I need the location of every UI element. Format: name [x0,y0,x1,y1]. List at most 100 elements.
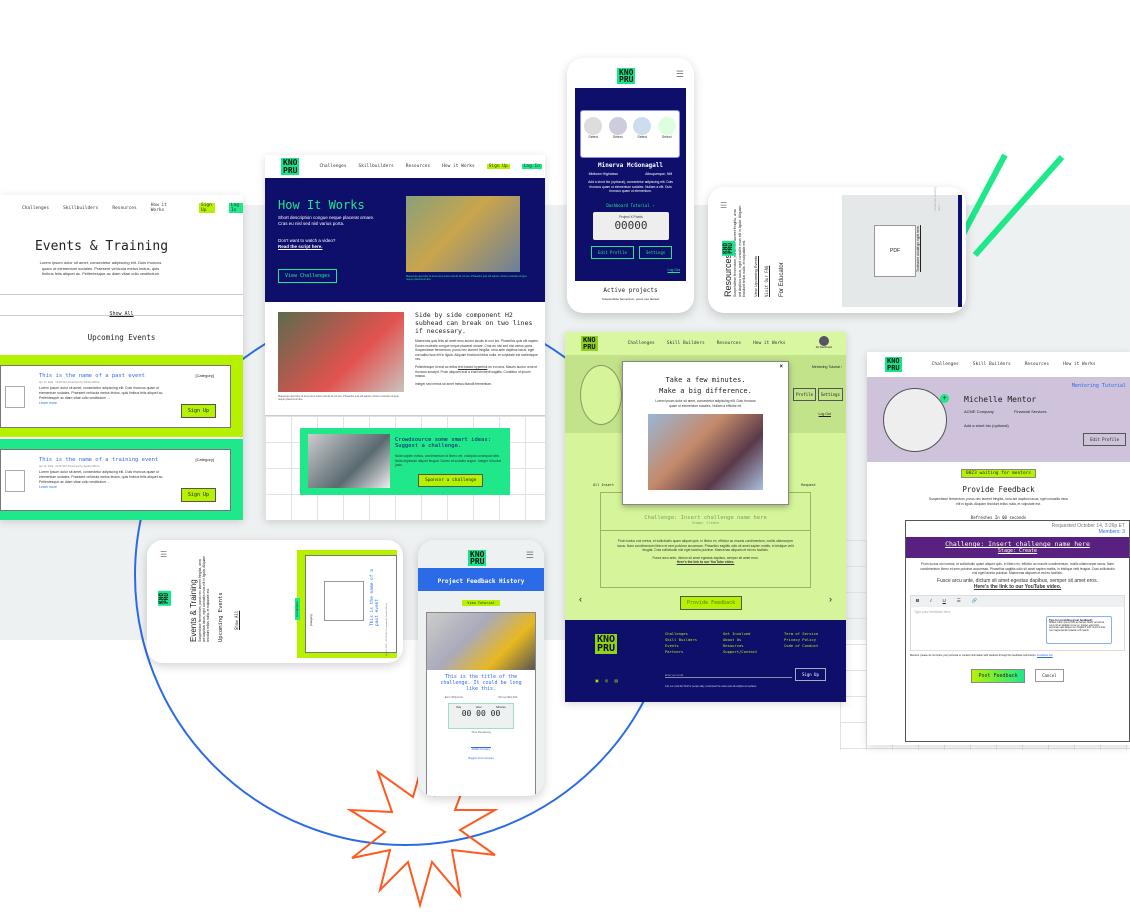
post-feedback-button[interactable]: Post Feedback [971,668,1025,683]
cancel-button[interactable]: Cancel [1035,668,1064,682]
nav-challenges[interactable]: Challenges [627,341,655,346]
nav-skill-builders[interactable]: Skill Builders [972,362,1011,367]
avatar-option[interactable]: Select [608,117,627,157]
footer-link[interactable]: Challenges [665,631,688,636]
footer-link[interactable]: Skill Builders [665,637,698,643]
nav-challenges[interactable]: Challenges [319,164,347,169]
provide-feedback-button[interactable]: Provide Feedback [680,596,743,610]
learn-more-link[interactable]: Learn more [39,484,57,489]
edit-profile-button[interactable]: Profile [793,388,816,401]
tutorial-link[interactable]: Mentoring Tutorial › [811,365,842,369]
challenge-title[interactable]: Challenge: Insert challenge name here [644,515,767,521]
nav-skillbuilders[interactable]: Skillbuilders [63,205,99,211]
event-name[interactable]: This is the name of a past event [370,569,380,626]
hamburger-menu-icon[interactable]: ☰ [160,550,168,559]
youtube-link[interactable]: Here's the link to our YouTube video. [676,560,735,565]
nav-how[interactable]: How it Works [1063,362,1096,367]
italic-icon[interactable]: I [930,597,932,603]
learn-more-link[interactable]: Learn more [39,400,57,405]
challenge-title[interactable]: Challenge: Insert challenge name here [945,540,1090,548]
nav-challenges[interactable]: Challenges [22,205,50,211]
avatar-option[interactable]: Select [584,117,603,157]
footer-link[interactable]: About Us [723,637,742,643]
nav-how[interactable]: How it Works [442,164,475,169]
avatar-option[interactable]: Select [633,117,652,157]
edit-profile-button[interactable]: Edit Profile [591,246,634,259]
nav-skill-builders[interactable]: Skill Builders [666,341,705,346]
log-out-link[interactable]: Log Out [818,412,831,416]
footer-link[interactable]: Get Involved [723,631,751,636]
request-link[interactable]: Request [801,483,816,487]
members-link[interactable]: Members: 3 [1098,529,1125,535]
sign-up-button[interactable]: Sign Up [180,488,216,502]
settings-button[interactable]: Settings [817,388,843,401]
footer-link[interactable]: Support/Contact [723,649,758,655]
faq-link[interactable]: Visit Our FAQ [763,265,769,297]
twitter-icon[interactable]: ▣ [595,678,599,683]
feedback-tips-link[interactable]: Feedback tips [1037,653,1053,657]
footer-link[interactable]: Privacy Policy [784,637,817,643]
account-menu[interactable]: My Dashboard [816,336,832,349]
nav-log-in[interactable]: Log In [521,164,542,169]
instagram-icon[interactable]: ◎ [604,678,609,683]
nav-log-in[interactable]: Log In [228,203,243,213]
text-hyperlink[interactable]: text based hyperlink [458,365,488,370]
linkedin-icon[interactable]: ▤ [614,678,619,683]
hamburger-menu-icon[interactable]: ☰ [525,550,534,560]
sign-up-button[interactable]: Sign Up [180,404,216,418]
settings-button[interactable]: Settings [639,246,673,259]
show-all-link[interactable]: Show All [109,310,134,317]
nav-sign-up[interactable]: Sign Up [486,164,510,169]
view-events-link[interactable]: View Upcoming Events [752,255,758,297]
add-icon[interactable]: + [940,394,949,403]
show-all-link[interactable]: Show All [234,610,239,630]
footer-sign-up-button[interactable]: Sign Up [795,668,826,681]
nav-resources[interactable]: Resources [1024,362,1050,367]
tool-link[interactable]: Toolname would go right here. [916,225,920,272]
tutorial-link[interactable]: Mentoring Tutorial [1071,383,1126,389]
list-icon[interactable]: ☰ [956,597,961,603]
dashboard-tutorial-link[interactable]: Dashboard Tutorial › [606,203,655,208]
nav-resources[interactable]: Resources [405,164,431,169]
footer-link[interactable]: Resources [723,643,744,649]
pdf-icon[interactable]: PDF [874,225,916,277]
footer-link[interactable]: Code of Conduct [784,643,819,649]
sponsor-challenge-button[interactable]: Sponsor a challenge [418,474,484,487]
close-icon[interactable]: × [779,364,783,370]
event-name[interactable]: This is the name of a past event [39,373,145,379]
view-tutorial-button[interactable]: View Tutorial [462,600,500,606]
script-link[interactable]: Read the script here. [278,244,323,249]
chevron-right-icon[interactable]: › [829,594,832,604]
feedback-textarea[interactable]: Type your feedback here... [914,609,954,614]
footer-link[interactable]: Partners [665,649,684,655]
hamburger-menu-icon[interactable]: ☰ [720,201,728,210]
youtube-link[interactable]: Here's the link to our YouTube video. [973,584,1062,591]
nav-resources[interactable]: Resources [716,341,742,346]
edit-profile-button[interactable]: Edit Profile [1083,433,1126,446]
challenge-card[interactable]: This is the title of the challenge. It c… [426,612,536,796]
view-challenges-button[interactable]: View Challenges [278,269,338,283]
event-name[interactable]: This is the name of a training event [39,457,159,463]
bold-icon[interactable]: B [916,597,920,603]
nav-how[interactable]: How it Works [753,341,786,346]
hero-video-image[interactable] [406,196,520,272]
nav-skillbuilders[interactable]: Skillbuilders [358,164,394,169]
footer-link[interactable]: Events [665,643,679,649]
tool-link[interactable]: Toolname would go right here. [933,187,941,211]
nav-challenges[interactable]: Challenges [931,362,959,367]
hamburger-menu-icon[interactable]: ☰ [675,69,684,79]
footer-link[interactable]: Term of Service [784,631,819,636]
all-filter[interactable]: All Insert [593,483,615,487]
nav-how[interactable]: How it Works [150,203,167,213]
email-input[interactable]: Enter your email [665,674,792,678]
underline-icon[interactable]: U [942,597,946,603]
chevron-left-icon[interactable]: ‹ [579,594,582,604]
